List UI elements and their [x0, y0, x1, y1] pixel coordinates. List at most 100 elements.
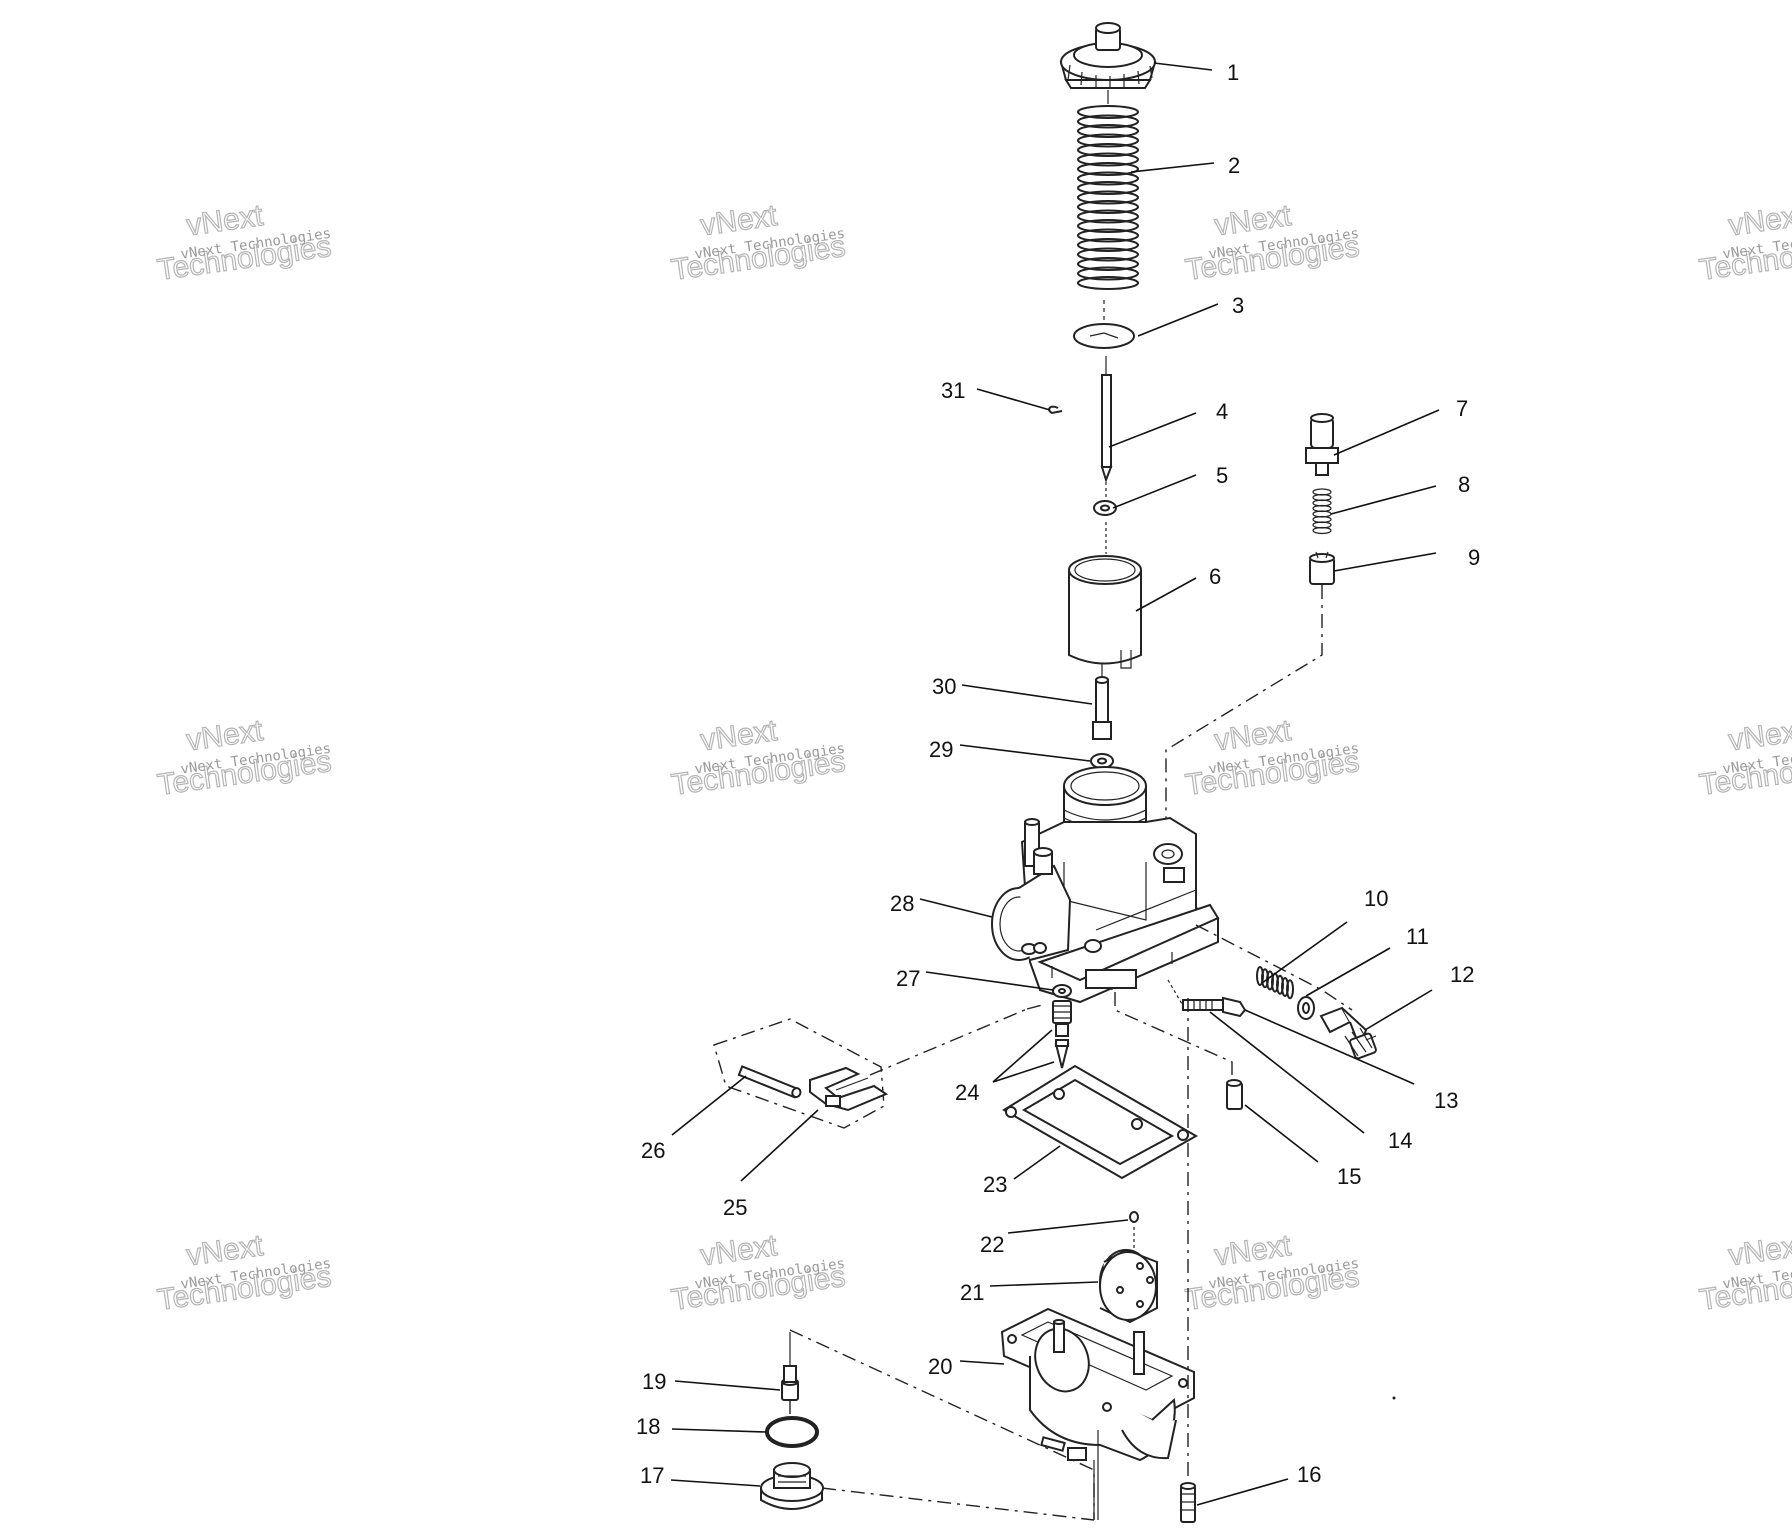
spring-coil — [1077, 266, 1139, 281]
watermark-big-top: vNext — [1726, 199, 1792, 242]
callout-31: 31 — [941, 378, 965, 403]
callout-16: 16 — [1297, 1462, 1321, 1487]
spring-coil — [1077, 114, 1139, 129]
part-throttle-slide — [1068, 522, 1142, 669]
callout-26: 26 — [641, 1138, 665, 1163]
spring-coil — [1077, 162, 1139, 176]
callout-19: 19 — [642, 1369, 666, 1394]
callout-25: 25 — [723, 1195, 747, 1220]
callout-18: 18 — [636, 1414, 660, 1439]
spring-coil — [1077, 143, 1139, 157]
assembly-line-drain-3 — [821, 1487, 1095, 1521]
part-float-bowl — [1000, 1307, 1195, 1520]
part-plunger — [1309, 551, 1335, 585]
spring-coil — [1077, 133, 1139, 148]
spring-coil — [1077, 152, 1139, 167]
watermark-big-top: vNext — [1726, 1229, 1792, 1272]
callout-10: 10 — [1364, 886, 1388, 911]
part-float — [1099, 1248, 1158, 1324]
part-washer — [1093, 482, 1117, 516]
part-drain-plug-screw — [781, 1332, 799, 1401]
callout-12: 12 — [1450, 962, 1474, 987]
callout-27: 27 — [896, 966, 920, 991]
spring-coil — [1077, 209, 1139, 224]
part-jet-washer — [1090, 753, 1114, 769]
part-clip — [1048, 405, 1063, 415]
callout-9: 9 — [1468, 545, 1480, 570]
spring-coil — [1077, 228, 1139, 243]
part-cap — [1059, 22, 1157, 89]
part-carburetor-body — [991, 766, 1220, 1004]
pilot-spring-coil — [1286, 979, 1294, 1000]
callout-11: 11 — [1406, 924, 1429, 949]
spring-coil — [1077, 219, 1139, 233]
callout-7: 7 — [1456, 396, 1468, 421]
part-float-pin-inset — [713, 1003, 1047, 1129]
spring-coil — [1077, 247, 1139, 262]
spring-coil — [1077, 257, 1139, 271]
part-small-spring — [1312, 488, 1332, 535]
callout-28: 28 — [890, 891, 914, 916]
part-seat-washer — [1052, 984, 1072, 998]
part-float-valve — [1052, 1000, 1072, 1069]
spring-coil — [1077, 171, 1139, 186]
callout-24: 24 — [955, 1080, 979, 1105]
callout-8: 8 — [1458, 472, 1470, 497]
part-float-pin — [1129, 1211, 1139, 1250]
part-drain-screw — [1114, 992, 1243, 1110]
callout-15: 15 — [1337, 1164, 1361, 1189]
callout-22: 22 — [980, 1232, 1004, 1257]
part-spring — [1077, 90, 1139, 290]
callout-20: 20 — [928, 1354, 952, 1379]
callout-2: 2 — [1228, 153, 1240, 178]
callout-6: 6 — [1209, 564, 1221, 589]
callout-17: 17 — [640, 1463, 664, 1488]
small-spring-coil — [1312, 526, 1332, 535]
spring-coil — [1077, 181, 1139, 195]
spring-coil — [1077, 238, 1139, 252]
callout-14: 14 — [1388, 1128, 1412, 1153]
part-pilot-screw — [1319, 1006, 1377, 1060]
part-fitting — [1305, 413, 1339, 476]
part-drain-o-ring — [765, 1416, 819, 1448]
part-plate — [1073, 300, 1135, 349]
part-pilot-washer — [1297, 996, 1315, 1020]
callout-21: 21 — [960, 1280, 984, 1305]
watermark-big-top: vNext — [1726, 714, 1792, 757]
callout-30: 30 — [932, 674, 956, 699]
callout-3: 3 — [1232, 293, 1244, 318]
spring-coil — [1077, 105, 1139, 119]
callout-29: 29 — [929, 737, 953, 762]
spring-coil — [1077, 200, 1139, 214]
callout-23: 23 — [983, 1172, 1007, 1197]
callout-labels: 1 2 3 4 5 6 7 8 9 10 11 12 13 14 15 16 1… — [636, 60, 1480, 1488]
assembly-line-pilot — [1195, 924, 1353, 1011]
callout-1: 1 — [1227, 60, 1239, 85]
part-needle — [1100, 356, 1113, 484]
part-drain-plug — [760, 1462, 824, 1510]
spring-coil — [1077, 124, 1139, 138]
part-needle-jet — [1092, 664, 1112, 740]
assembly-line-plunger — [1165, 585, 1323, 875]
callout-5: 5 — [1216, 463, 1228, 488]
part-float-bowl-gasket — [1002, 1064, 1199, 1180]
assembly-line-drain — [789, 1329, 1095, 1520]
part-float-arm — [809, 1066, 889, 1112]
spring-coil — [1077, 190, 1139, 205]
part-air-screw — [1167, 979, 1247, 1018]
part-bowl-screw — [1180, 1482, 1196, 1523]
